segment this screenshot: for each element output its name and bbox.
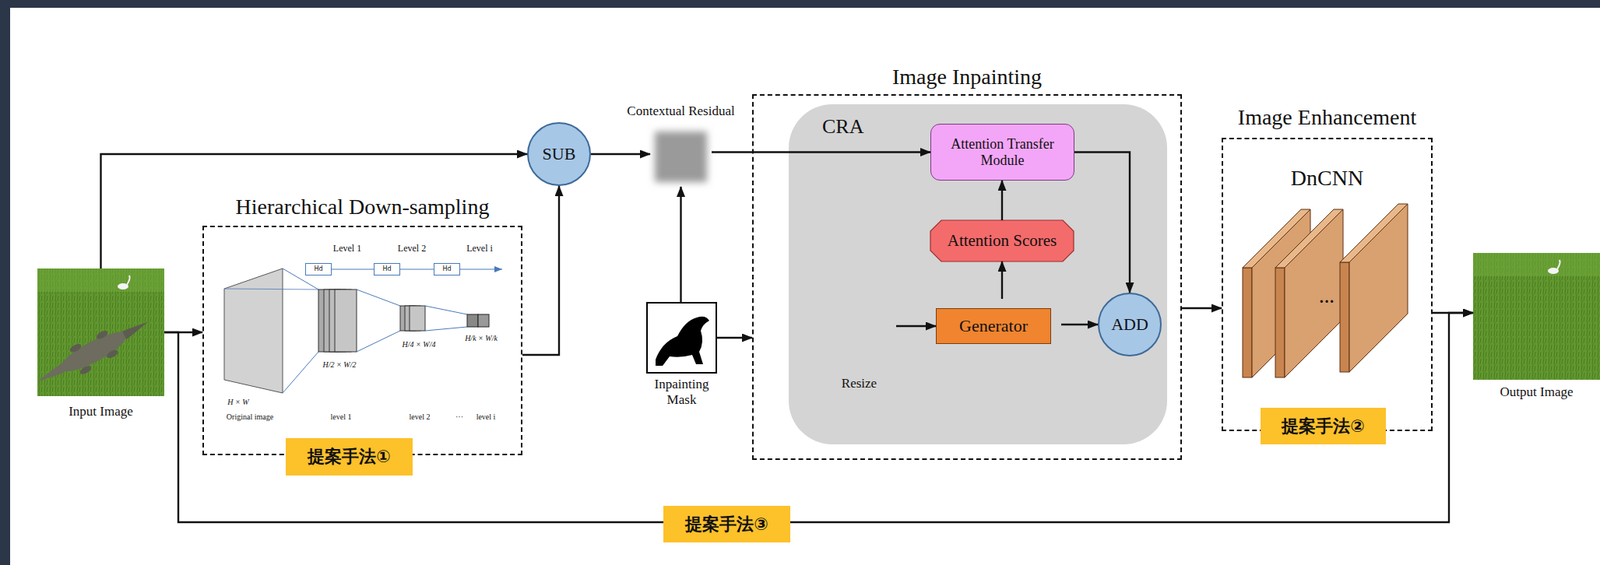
diagram-label: H/4 × W/4 bbox=[402, 340, 437, 349]
node-label: Output Image bbox=[1500, 384, 1574, 401]
process-box: Attention Transfer Module bbox=[930, 123, 1075, 181]
connector bbox=[590, 153, 651, 155]
node-label: Input Image bbox=[68, 404, 134, 420]
connector bbox=[717, 337, 753, 339]
hd-box: Hd bbox=[433, 263, 461, 276]
resize-stack: Resize bbox=[822, 246, 897, 358]
connector bbox=[1061, 323, 1098, 326]
connector bbox=[679, 186, 682, 303]
diagram-label: Level i bbox=[466, 243, 493, 254]
node-label: Attention Scores bbox=[947, 231, 1058, 250]
node-label: Hd bbox=[313, 266, 323, 273]
diagram-label: level 2 bbox=[409, 412, 431, 422]
diagram-label: H × W bbox=[227, 397, 249, 407]
node-label: Contextual Residual bbox=[626, 103, 735, 120]
method-badge: 提案手法② bbox=[1260, 407, 1386, 445]
hd-box: Hd bbox=[373, 263, 401, 276]
diagram-label: Level 2 bbox=[397, 243, 426, 254]
diagram-label: Original image bbox=[226, 412, 274, 422]
cnn-layers bbox=[1242, 203, 1408, 378]
octagon-outline bbox=[930, 220, 1074, 262]
connector bbox=[101, 154, 528, 269]
connector bbox=[1181, 307, 1222, 310]
operator-circle: ADD bbox=[1097, 292, 1162, 357]
node-label: Attention Transfer Module bbox=[948, 136, 1058, 169]
stage-group: Image InpaintingCRAAttention Transfer Mo… bbox=[752, 94, 1182, 461]
input-image: Input Image bbox=[37, 268, 165, 397]
node-label: CRA bbox=[822, 115, 864, 139]
node-label: ADD bbox=[1111, 314, 1149, 335]
mask-image: Inpainting Mask bbox=[646, 302, 718, 374]
node-label: Hd bbox=[442, 266, 451, 273]
connector bbox=[1001, 180, 1003, 221]
residual-patch bbox=[654, 131, 707, 183]
connector bbox=[1074, 152, 1130, 294]
connector bbox=[164, 312, 1474, 523]
generator-box: Generator bbox=[935, 308, 1052, 345]
edge-label: 提案手法③ bbox=[685, 514, 769, 535]
node-label: Image Enhancement bbox=[1237, 105, 1417, 131]
connector bbox=[896, 325, 936, 328]
node-label: Resize bbox=[841, 376, 877, 392]
operator-circle: SUB bbox=[527, 122, 591, 187]
node-label: Hierarchical Down-sampling bbox=[235, 194, 490, 220]
method-badge: 提案手法① bbox=[285, 438, 413, 476]
output-photo bbox=[1473, 253, 1600, 380]
connector bbox=[711, 151, 931, 153]
diagram-label: H/2 × W/2 bbox=[323, 360, 357, 370]
diagram-label: ··· bbox=[1318, 292, 1335, 310]
mask-silhouette bbox=[655, 316, 710, 366]
diagram-label: level i bbox=[476, 412, 496, 422]
method-badge: 提案手法③ bbox=[663, 506, 791, 543]
node-label: Hd bbox=[382, 266, 391, 273]
node-label: Inpainting Mask bbox=[643, 376, 721, 408]
frame-bar bbox=[0, 0, 1600, 8]
node-label: SUB bbox=[542, 144, 577, 164]
diagram-label: level 1 bbox=[330, 412, 352, 422]
output-image: Output Image bbox=[1473, 253, 1600, 380]
connector bbox=[522, 186, 560, 356]
node-label: Image Inpainting bbox=[892, 64, 1042, 90]
connector bbox=[331, 268, 374, 270]
node-label: 提案手法② bbox=[1281, 416, 1365, 437]
stage-group: Image EnhancementDnCNN提案手法② bbox=[1221, 137, 1433, 432]
residual-image: Contextual Residual bbox=[650, 126, 712, 187]
frame-bar bbox=[0, 0, 11, 565]
connector bbox=[1001, 261, 1003, 299]
connector bbox=[400, 268, 434, 270]
diagram-label: H/k × W/k bbox=[464, 334, 498, 343]
node-label: Generator bbox=[959, 316, 1028, 336]
pyramid-illustration bbox=[224, 268, 503, 394]
module-panel: CRA Attention Transfer ModuleAttention Sc… bbox=[788, 104, 1168, 445]
diagram-label: Level 1 bbox=[333, 243, 362, 254]
input-photo bbox=[30, 268, 165, 397]
octagon-box: Attention Scores bbox=[930, 220, 1074, 262]
hd-box: Hd bbox=[305, 263, 332, 276]
node-sublabel: DnCNN bbox=[1223, 165, 1432, 191]
node-label: 提案手法① bbox=[307, 446, 391, 467]
diagram-label: ··· bbox=[455, 412, 464, 422]
